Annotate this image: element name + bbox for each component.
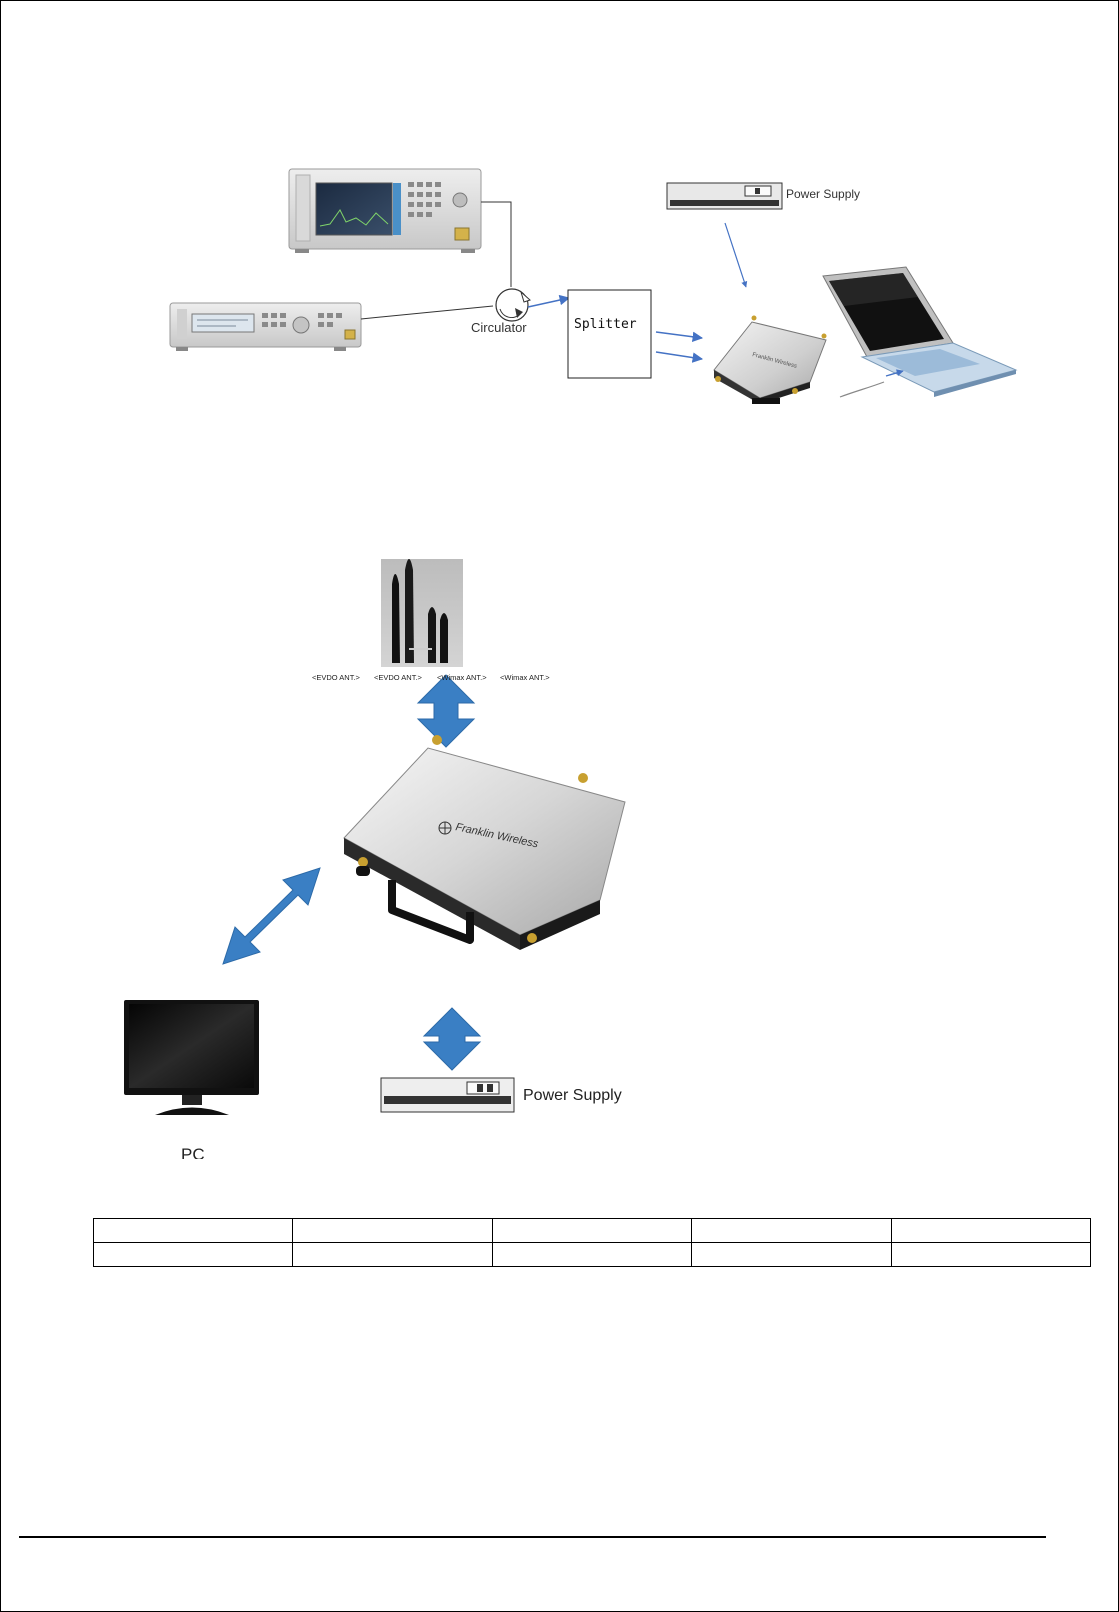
pc-label: PC <box>181 1145 205 1159</box>
device-pc-double-arrow <box>222 867 321 965</box>
power-supply-icon-2 <box>380 1077 515 1113</box>
table-cell <box>890 1218 1092 1243</box>
test-setup-diagram: Franklin Wireless <box>169 168 1018 404</box>
circulator-label: Circulator <box>471 320 527 335</box>
antenna-device-double-arrow <box>416 674 476 748</box>
generator-cable <box>360 305 494 320</box>
table-cell <box>491 1242 693 1267</box>
table-row <box>92 1218 1092 1243</box>
power-to-device-arrow <box>724 222 748 288</box>
table-cell <box>92 1242 294 1267</box>
antenna-caption-wimax-1: <Wimax ANT.> <box>437 673 487 682</box>
device-power-double-arrow <box>422 1007 482 1071</box>
splitter-box <box>567 289 652 379</box>
table-cell <box>92 1218 294 1243</box>
table-cell <box>890 1242 1092 1267</box>
laptop-icon <box>822 266 1018 398</box>
signal-generator-icon <box>169 302 362 351</box>
wireless-device-icon-1: Franklin Wireless <box>713 315 827 404</box>
antenna-caption-evdo-2: <EVDO ANT.> <box>374 673 422 682</box>
table-row <box>92 1242 1092 1267</box>
table-cell <box>292 1218 493 1243</box>
connection-diagram: Franklin Wireless <box>124 559 626 1115</box>
circulator-symbol <box>495 288 531 322</box>
table-cell <box>292 1242 493 1267</box>
empty-table <box>92 1218 1092 1267</box>
spectrum-analyzer-icon <box>288 168 482 253</box>
antenna-caption-evdo-1: <EVDO ANT.> <box>312 673 360 682</box>
circulator-to-splitter-arrow <box>527 294 571 308</box>
pc-monitor-icon <box>124 1000 259 1115</box>
power-supply-label-2: Power Supply <box>523 1087 622 1104</box>
splitter-output-arrow-1 <box>655 331 704 342</box>
antennas-photo <box>381 559 463 667</box>
table-cell <box>491 1218 693 1243</box>
table-cell <box>691 1218 892 1243</box>
analyzer-cable <box>481 201 512 287</box>
splitter-output-arrow-2 <box>655 351 704 363</box>
power-supply-icon-1 <box>666 182 783 210</box>
antenna-caption-wimax-2: <Wimax ANT.> <box>500 673 550 682</box>
splitter-label: Splitter <box>574 317 637 332</box>
footer-rule <box>19 1536 1046 1538</box>
wireless-device-icon-2: Franklin Wireless <box>343 735 626 950</box>
power-supply-label-1: Power Supply <box>786 187 861 201</box>
table-cell <box>691 1242 892 1267</box>
